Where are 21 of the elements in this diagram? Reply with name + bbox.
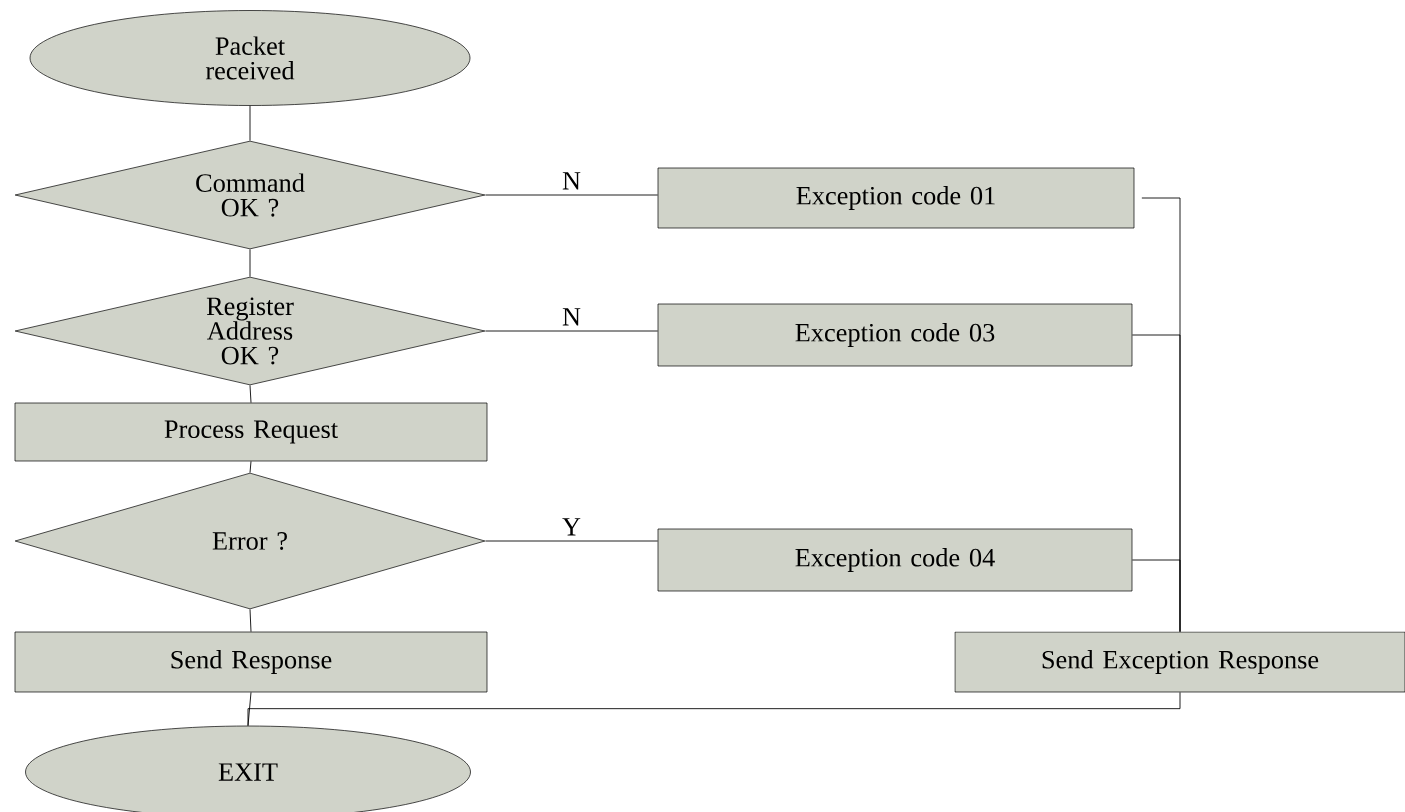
connector-line [249,460,252,474]
process-box: Exception code 01 [657,167,1135,229]
connector-line [484,330,659,332]
process-box: Send Exception Response [954,631,1405,693]
edge-label: N [560,170,583,192]
edge-label: N [560,306,583,328]
terminal-oval: Packet received [29,10,471,106]
connector-line [249,608,252,633]
edge-label: Y [560,516,583,538]
connector-line [484,540,659,542]
process-box: Exception code 03 [657,303,1133,367]
connector-line [484,194,659,196]
process-box: Send Response [14,631,488,693]
process-box: Exception code 04 [657,528,1133,592]
connector-line [1131,559,1181,633]
connector-line [249,248,251,278]
terminal-oval: EXIT [25,725,471,812]
process-box: Process Request [14,402,488,462]
connector-line [249,105,251,142]
connector-line [249,384,252,404]
connector-line [247,691,1181,727]
